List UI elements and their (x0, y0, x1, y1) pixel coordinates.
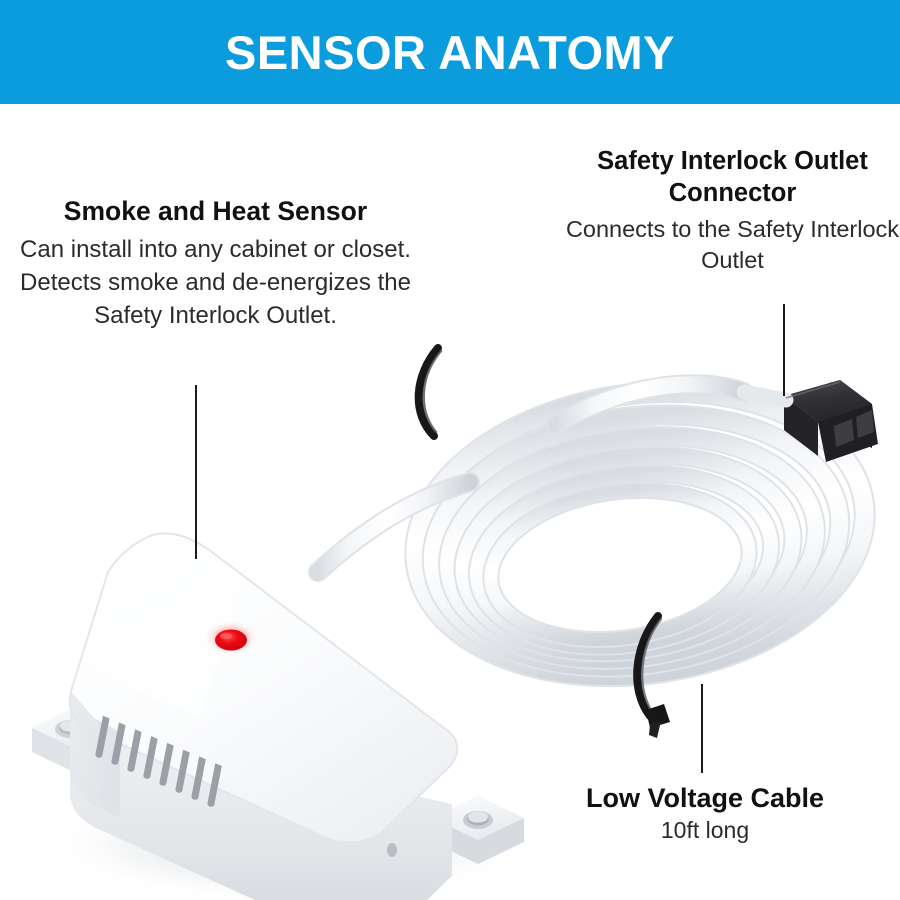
product-photo-illustration (32, 344, 878, 900)
front-face-pin-hole (387, 843, 397, 857)
safety-interlock-outlet-connector (736, 380, 878, 462)
device-left-face (70, 690, 120, 818)
callout-cable-body: 10ft long (660, 817, 750, 844)
leader-line-connector (783, 304, 785, 396)
zip-tie-upper (414, 344, 443, 440)
callout-connector-body: Connects to the Safety Interlock Outlet (565, 215, 900, 274)
device-top-highlight (90, 544, 246, 718)
status-led-specular (220, 632, 232, 640)
mounting-tab-right (432, 796, 524, 864)
leader-line-sensor (195, 385, 197, 559)
status-led-core (215, 629, 247, 651)
callout-connector-title: Safety Interlock Outlet Connector (597, 147, 868, 207)
low-voltage-cable (308, 374, 876, 688)
callout-smoke-and-heat-sensor: Smoke and Heat Sensor Can install into a… (8, 196, 423, 333)
leader-line-cable (701, 684, 703, 773)
callout-low-voltage-cable: Low Voltage Cable 10ft long (520, 782, 890, 846)
status-led (203, 620, 259, 656)
cable-tail (548, 376, 752, 433)
callout-sensor-title: Smoke and Heat Sensor (63, 196, 368, 226)
zip-tie-lower (633, 612, 670, 738)
header-banner: SENSOR ANATOMY (0, 0, 900, 104)
product-photo (0, 104, 900, 900)
callout-cable-title: Low Voltage Cable (585, 783, 825, 813)
callout-safety-interlock-outlet-connector: Safety Interlock Outlet Connector Connec… (565, 146, 900, 277)
cable-device-lead (310, 474, 478, 580)
cable-loop-6 (484, 483, 756, 647)
device-top-face-outline (68, 532, 459, 844)
page-title: SENSOR ANATOMY (224, 25, 676, 79)
callout-sensor-body: Can install into any cabinet or closet. … (20, 236, 411, 330)
smoke-and-heat-sensor-device (32, 532, 524, 900)
